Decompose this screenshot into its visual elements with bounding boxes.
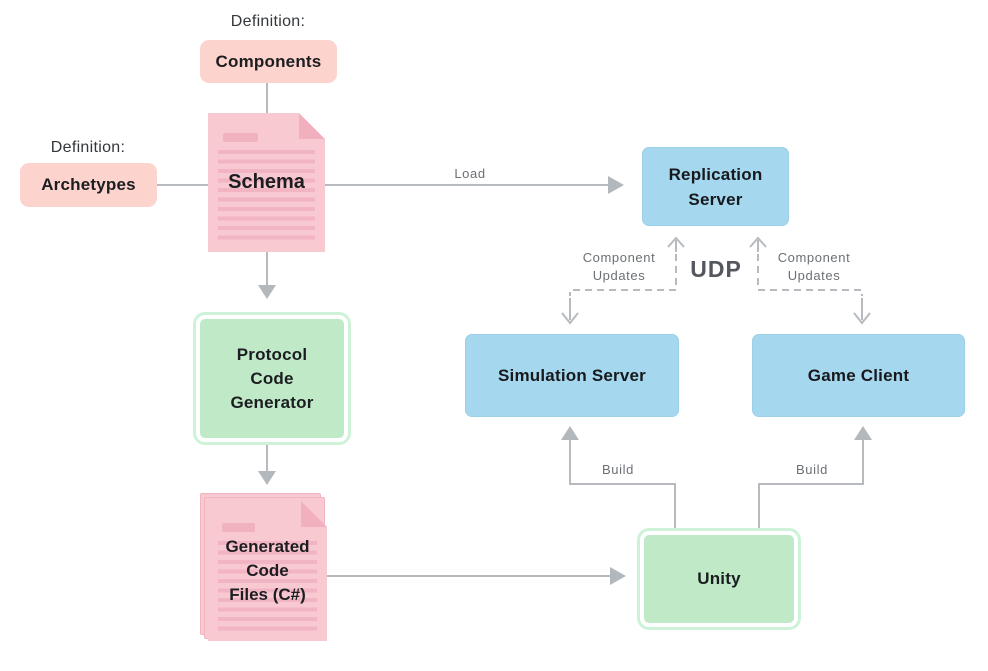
- generated-code-files-stack-icon: Generated Code Files (C#): [200, 493, 327, 641]
- component-updates-right-label: Component Updates: [777, 250, 851, 283]
- build-right-label: Build: [796, 462, 828, 477]
- archetypes-definition-caption: Definition:: [50, 139, 126, 156]
- generated-code-files-document-icon: Generated Code Files (C#): [208, 501, 327, 641]
- replication-server-node: Replication Server: [642, 147, 789, 226]
- udp-down-arrowhead-right-icon: [853, 312, 871, 325]
- document-text-lines: [218, 150, 315, 244]
- udp-down-arrowhead-left-icon: [561, 312, 579, 325]
- components-definition-caption: Definition:: [230, 13, 306, 30]
- simulation-server-node: Simulation Server: [465, 334, 679, 417]
- schema-node-label: Schema: [228, 171, 305, 193]
- edge-udp-dashed-left: [569, 254, 677, 296]
- build-left-label: Build: [602, 462, 634, 477]
- udp-up-arrowhead-left-icon: [667, 236, 685, 248]
- archetypes-definition-box: Archetypes: [20, 163, 157, 207]
- schema-to-generator-arrowhead-icon: [258, 285, 276, 299]
- component-updates-left-label: Component Updates: [582, 250, 656, 283]
- udp-up-arrowhead-right-icon: [749, 236, 767, 248]
- schema-document-icon: Schema: [208, 113, 325, 252]
- build-left-arrowhead-icon: [561, 426, 579, 440]
- edge-udp-dashed-right: [757, 254, 863, 296]
- udp-label: UDP: [690, 256, 742, 282]
- document-title-line: [223, 133, 258, 142]
- document-title-line: [222, 523, 255, 532]
- game-client-node: Game Client: [752, 334, 965, 417]
- build-right-arrowhead-icon: [854, 426, 872, 440]
- load-edge-label: Load: [454, 166, 486, 181]
- unity-node: Unity: [640, 531, 798, 627]
- files-to-unity-arrowhead-icon: [610, 567, 626, 585]
- edge-build-right: [758, 440, 864, 528]
- document-text-lines: [218, 541, 317, 633]
- generator-to-files-arrowhead-icon: [258, 471, 276, 485]
- generated-code-files-node-label: Generated Code Files (C#): [225, 537, 310, 604]
- load-arrowhead-icon: [608, 176, 624, 194]
- protocol-code-generator-node: Protocol Code Generator: [196, 315, 348, 442]
- components-definition-box: Components: [200, 40, 337, 83]
- edge-build-left: [569, 440, 676, 528]
